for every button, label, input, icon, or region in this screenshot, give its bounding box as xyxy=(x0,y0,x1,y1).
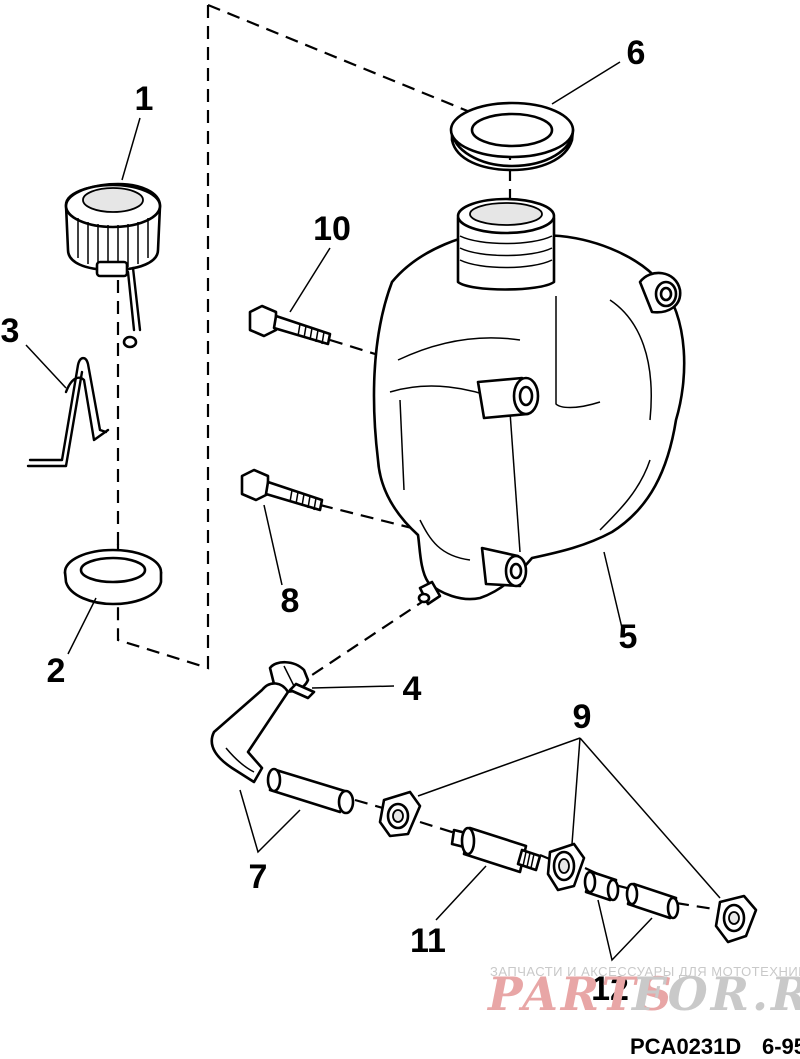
cap-gasket-part xyxy=(63,548,163,606)
filler-cap-part xyxy=(64,182,162,349)
watermark-tagline: ЗАПЧАСТИ И АКСЕССУАРЫ ДЛЯ МОТОТЕХНИКИ xyxy=(490,964,800,979)
watermark: ЗАПЧАСТИ И АКСЕССУАРЫ ДЛЯ МОТОТЕХНИКИ PA… xyxy=(486,964,800,1021)
callout-3: 3 xyxy=(1,312,20,350)
callout-10: 10 xyxy=(313,210,351,248)
watermark-logo-left: PARTS xyxy=(486,967,675,1021)
callout-7: 7 xyxy=(249,858,268,896)
short-hose-part-a xyxy=(583,870,620,902)
diagram-code: PCA0231D xyxy=(630,1034,741,1059)
diagram-date: 6-95 xyxy=(762,1034,800,1059)
callout-6: 6 xyxy=(627,34,646,72)
upper-bolt-part xyxy=(248,304,332,346)
callout-2: 2 xyxy=(47,652,66,690)
reservoir-tank-part xyxy=(372,197,686,606)
callout-1: 1 xyxy=(135,80,154,118)
connector-fitting-part xyxy=(450,826,542,874)
callout-9: 9 xyxy=(573,698,592,736)
hose-clip-part-c xyxy=(714,894,758,944)
hose-clip-part-a xyxy=(378,790,422,838)
hose-clip-part-b xyxy=(546,842,586,892)
leader-lines xyxy=(25,61,721,962)
lower-bolt-part xyxy=(240,468,324,512)
hose-part xyxy=(210,682,355,815)
short-hose-part-b xyxy=(625,882,680,920)
neck-gasket-part xyxy=(449,101,575,172)
callout-8: 8 xyxy=(281,582,300,620)
watermark-logo-right: FOR.RU xyxy=(630,967,800,1021)
callout-12: 12 xyxy=(591,970,629,1008)
retaining-clip-part xyxy=(26,356,110,468)
callout-4: 4 xyxy=(403,670,422,708)
callout-11: 11 xyxy=(410,922,446,960)
callout-5: 5 xyxy=(619,618,638,656)
